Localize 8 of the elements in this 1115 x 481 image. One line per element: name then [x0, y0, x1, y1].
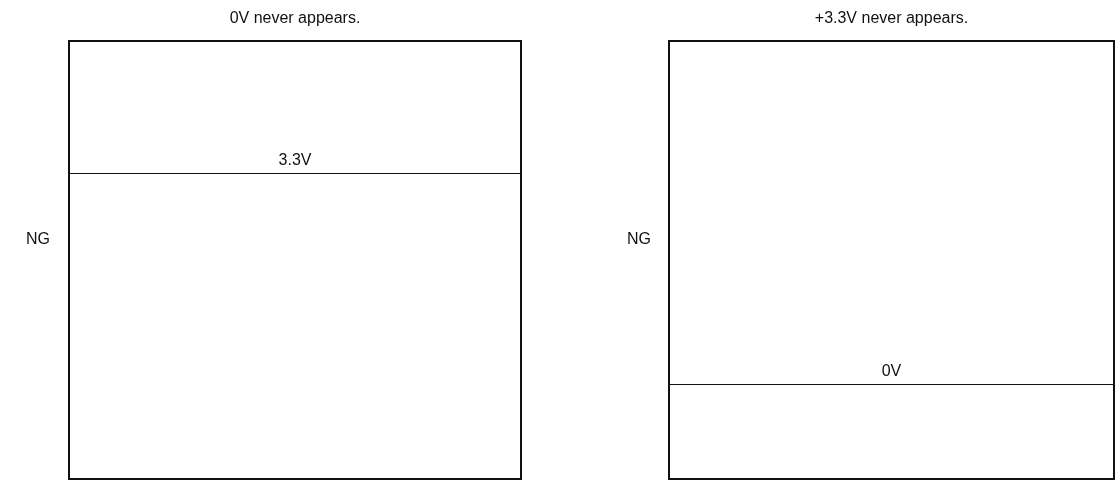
graph-box [668, 40, 1115, 480]
level-label: 3.3V [277, 151, 313, 169]
side-label: NG [627, 230, 651, 248]
side-label: NG [26, 230, 50, 248]
level-label: 0V [880, 362, 903, 380]
box-heading: 0V never appears. [228, 9, 362, 27]
graph-box [68, 40, 522, 480]
box-heading: +3.3V never appears. [813, 9, 970, 27]
